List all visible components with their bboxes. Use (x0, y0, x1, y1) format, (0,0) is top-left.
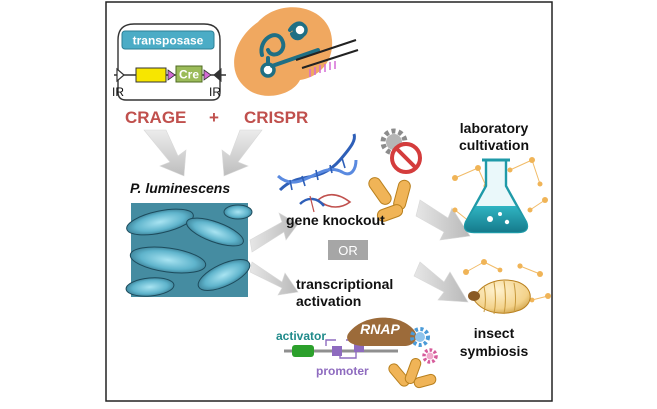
activation-label-line2: activation (296, 293, 361, 309)
crispr-label: CRISPR (244, 108, 308, 127)
transposase-box (121, 30, 215, 50)
target-dna-strand-2 (301, 49, 359, 69)
target-dna-strand-1 (295, 39, 357, 61)
promoter-block-2 (354, 342, 364, 352)
rnap-label: RNAP (360, 321, 400, 337)
cre-label: Cre (179, 68, 199, 82)
activation-label-line1: transcriptional (296, 276, 393, 292)
activation-illustration: RNAP (284, 317, 438, 389)
pam-ticks (309, 61, 336, 77)
lab-label-line1: laboratory (460, 120, 529, 136)
arrows-to-outcomes (249, 212, 299, 296)
plasmid-loop (117, 45, 221, 101)
lox-site-1 (167, 69, 176, 81)
figure-border (105, 1, 553, 402)
lox-site-2 (203, 69, 212, 81)
bacteria-micrograph (125, 203, 253, 297)
lab-label-line2: cultivation (459, 137, 529, 153)
knockout-illustration (276, 128, 422, 222)
ir-left-label: IR (112, 85, 124, 99)
promoter-block-1 (332, 346, 342, 356)
transposase-label: transposase (133, 34, 204, 48)
or-box (328, 240, 368, 260)
yellow-cassette (135, 67, 167, 83)
insect-label-line2: symbiosis (460, 343, 529, 359)
crage-construct: transposase IR Cre IR (112, 23, 226, 101)
activator-label: activator (276, 329, 326, 343)
gear-icon-3 (422, 348, 438, 364)
no-sign-icon (390, 142, 422, 174)
crispr-complex (234, 7, 359, 96)
plus-sign: + (209, 108, 219, 127)
cre-box (175, 65, 203, 83)
insect-label-line1: insect (474, 325, 515, 341)
organism-label: P. luminescens (130, 180, 230, 196)
rnap-shape (347, 317, 417, 346)
ir-right-triangle (213, 67, 222, 83)
sgrna-stem (270, 48, 320, 68)
sgrna-hairpin-1 (259, 33, 286, 57)
plasmid-arc-top (117, 23, 221, 45)
or-label: OR (338, 243, 358, 258)
crage-label: CRAGE (125, 108, 186, 127)
arrows-to-organism (143, 129, 263, 177)
flask-illustration (452, 157, 548, 234)
gear-icon-2 (410, 327, 430, 347)
activator-box (292, 345, 314, 357)
arrows-to-applications (413, 199, 471, 303)
ir-left-triangle (116, 67, 125, 83)
larva-illustration (463, 259, 551, 315)
promoter-label: promoter (316, 364, 369, 378)
ir-right-label: IR (209, 85, 221, 99)
knockout-label: gene knockout (286, 212, 385, 228)
